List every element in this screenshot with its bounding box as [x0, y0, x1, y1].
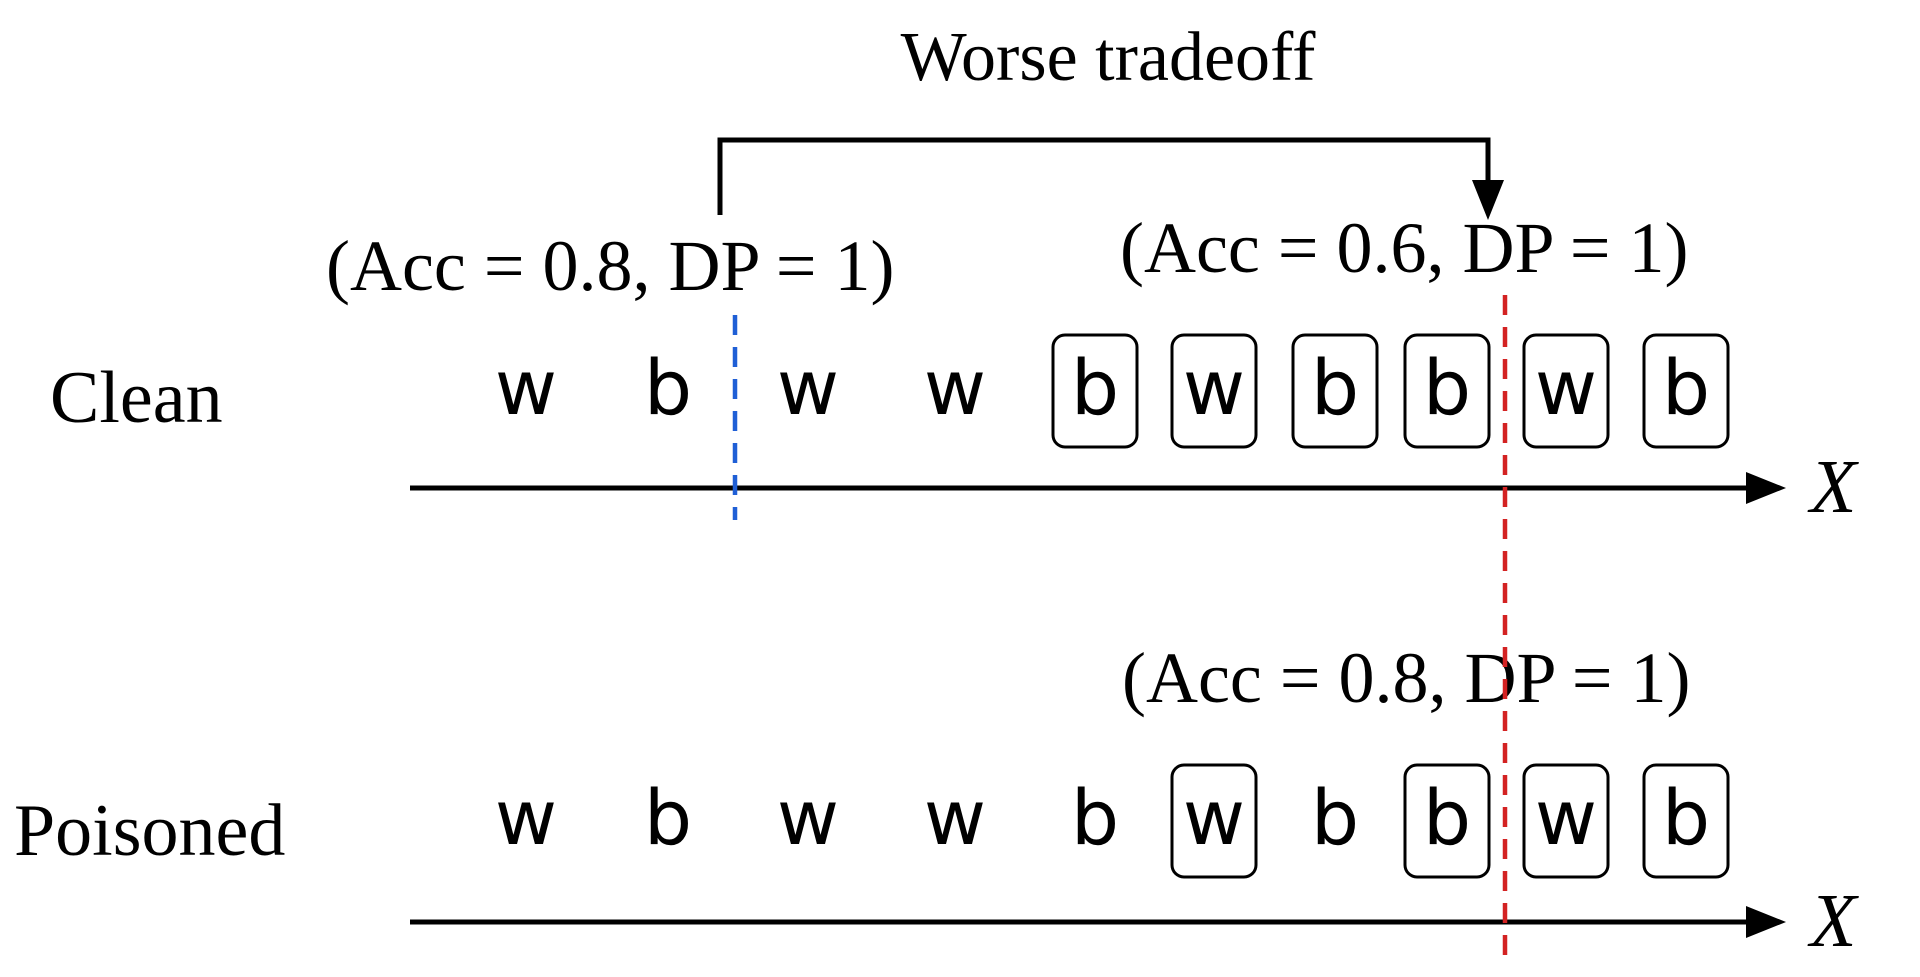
row-label-poisoned: Poisoned — [14, 790, 285, 872]
item-letter: b — [644, 773, 692, 862]
item-box — [1642, 333, 1730, 449]
poisoned-item: b — [1642, 763, 1730, 879]
clean-item: w — [924, 343, 986, 432]
item-letter: b — [1662, 343, 1710, 432]
item-letter: b — [1071, 773, 1119, 862]
poisoned-axis-arrowhead — [1746, 906, 1786, 938]
poisoned-item: b — [1071, 773, 1119, 862]
item-letter: b — [1423, 773, 1471, 862]
item-box — [1291, 333, 1379, 449]
poisoned-item: w — [495, 773, 557, 862]
item-letter: w — [1183, 773, 1245, 862]
item-box — [1403, 763, 1491, 879]
item-letter: b — [1311, 773, 1359, 862]
item-letter: b — [1311, 343, 1359, 432]
clean-item: b — [1403, 333, 1491, 449]
clean-item: w — [495, 343, 557, 432]
item-box — [1522, 333, 1610, 449]
item-box — [1522, 763, 1610, 879]
poisoned-item: b — [1311, 773, 1359, 862]
annotation-poisoned-red: (Acc = 0.8, DP = 1) — [1122, 638, 1690, 718]
clean-item: b — [1291, 333, 1379, 449]
item-box — [1403, 333, 1491, 449]
item-box — [1642, 763, 1730, 879]
poisoned-item: w — [1522, 763, 1610, 879]
item-box — [1170, 763, 1258, 879]
item-letter: w — [1183, 343, 1245, 432]
item-letter: w — [495, 773, 557, 862]
clean-item: w — [777, 343, 839, 432]
tradeoff-arrowhead — [1472, 180, 1504, 220]
item-letter: w — [1535, 343, 1597, 432]
item-letter: w — [1535, 773, 1597, 862]
item-letter: w — [924, 773, 986, 862]
clean-item: w — [1522, 333, 1610, 449]
item-letter: w — [495, 343, 557, 432]
item-letter: b — [1423, 343, 1471, 432]
tradeoff-bracket-arrow — [717, 137, 1491, 215]
item-box — [1170, 333, 1258, 449]
annotation-clean-blue: (Acc = 0.8, DP = 1) — [326, 226, 894, 306]
poisoned-item: b — [644, 773, 692, 862]
poisoned-item: b — [1403, 763, 1491, 879]
item-letter: w — [777, 773, 839, 862]
clean-axis-label: X — [1807, 445, 1859, 529]
poisoned-axis-label: X — [1807, 879, 1859, 963]
row-label-clean: Clean — [50, 357, 223, 439]
item-letter: b — [1071, 343, 1119, 432]
item-letter: b — [1662, 773, 1710, 862]
item-letter: b — [644, 343, 692, 432]
clean-item: b — [644, 343, 692, 432]
clean-item: b — [1642, 333, 1730, 449]
item-letter: w — [924, 343, 986, 432]
annotation-clean-red: (Acc = 0.6, DP = 1) — [1120, 208, 1688, 288]
item-letter: w — [777, 343, 839, 432]
poisoned-item: w — [1170, 763, 1258, 879]
clean-item: w — [1170, 333, 1258, 449]
clean-item: b — [1051, 333, 1139, 449]
poisoned-item: w — [777, 773, 839, 862]
poisoned-item: w — [924, 773, 986, 862]
clean-axis-arrowhead — [1746, 472, 1786, 504]
diagram-title: Worse tradeoff — [901, 19, 1317, 96]
item-box — [1051, 333, 1139, 449]
